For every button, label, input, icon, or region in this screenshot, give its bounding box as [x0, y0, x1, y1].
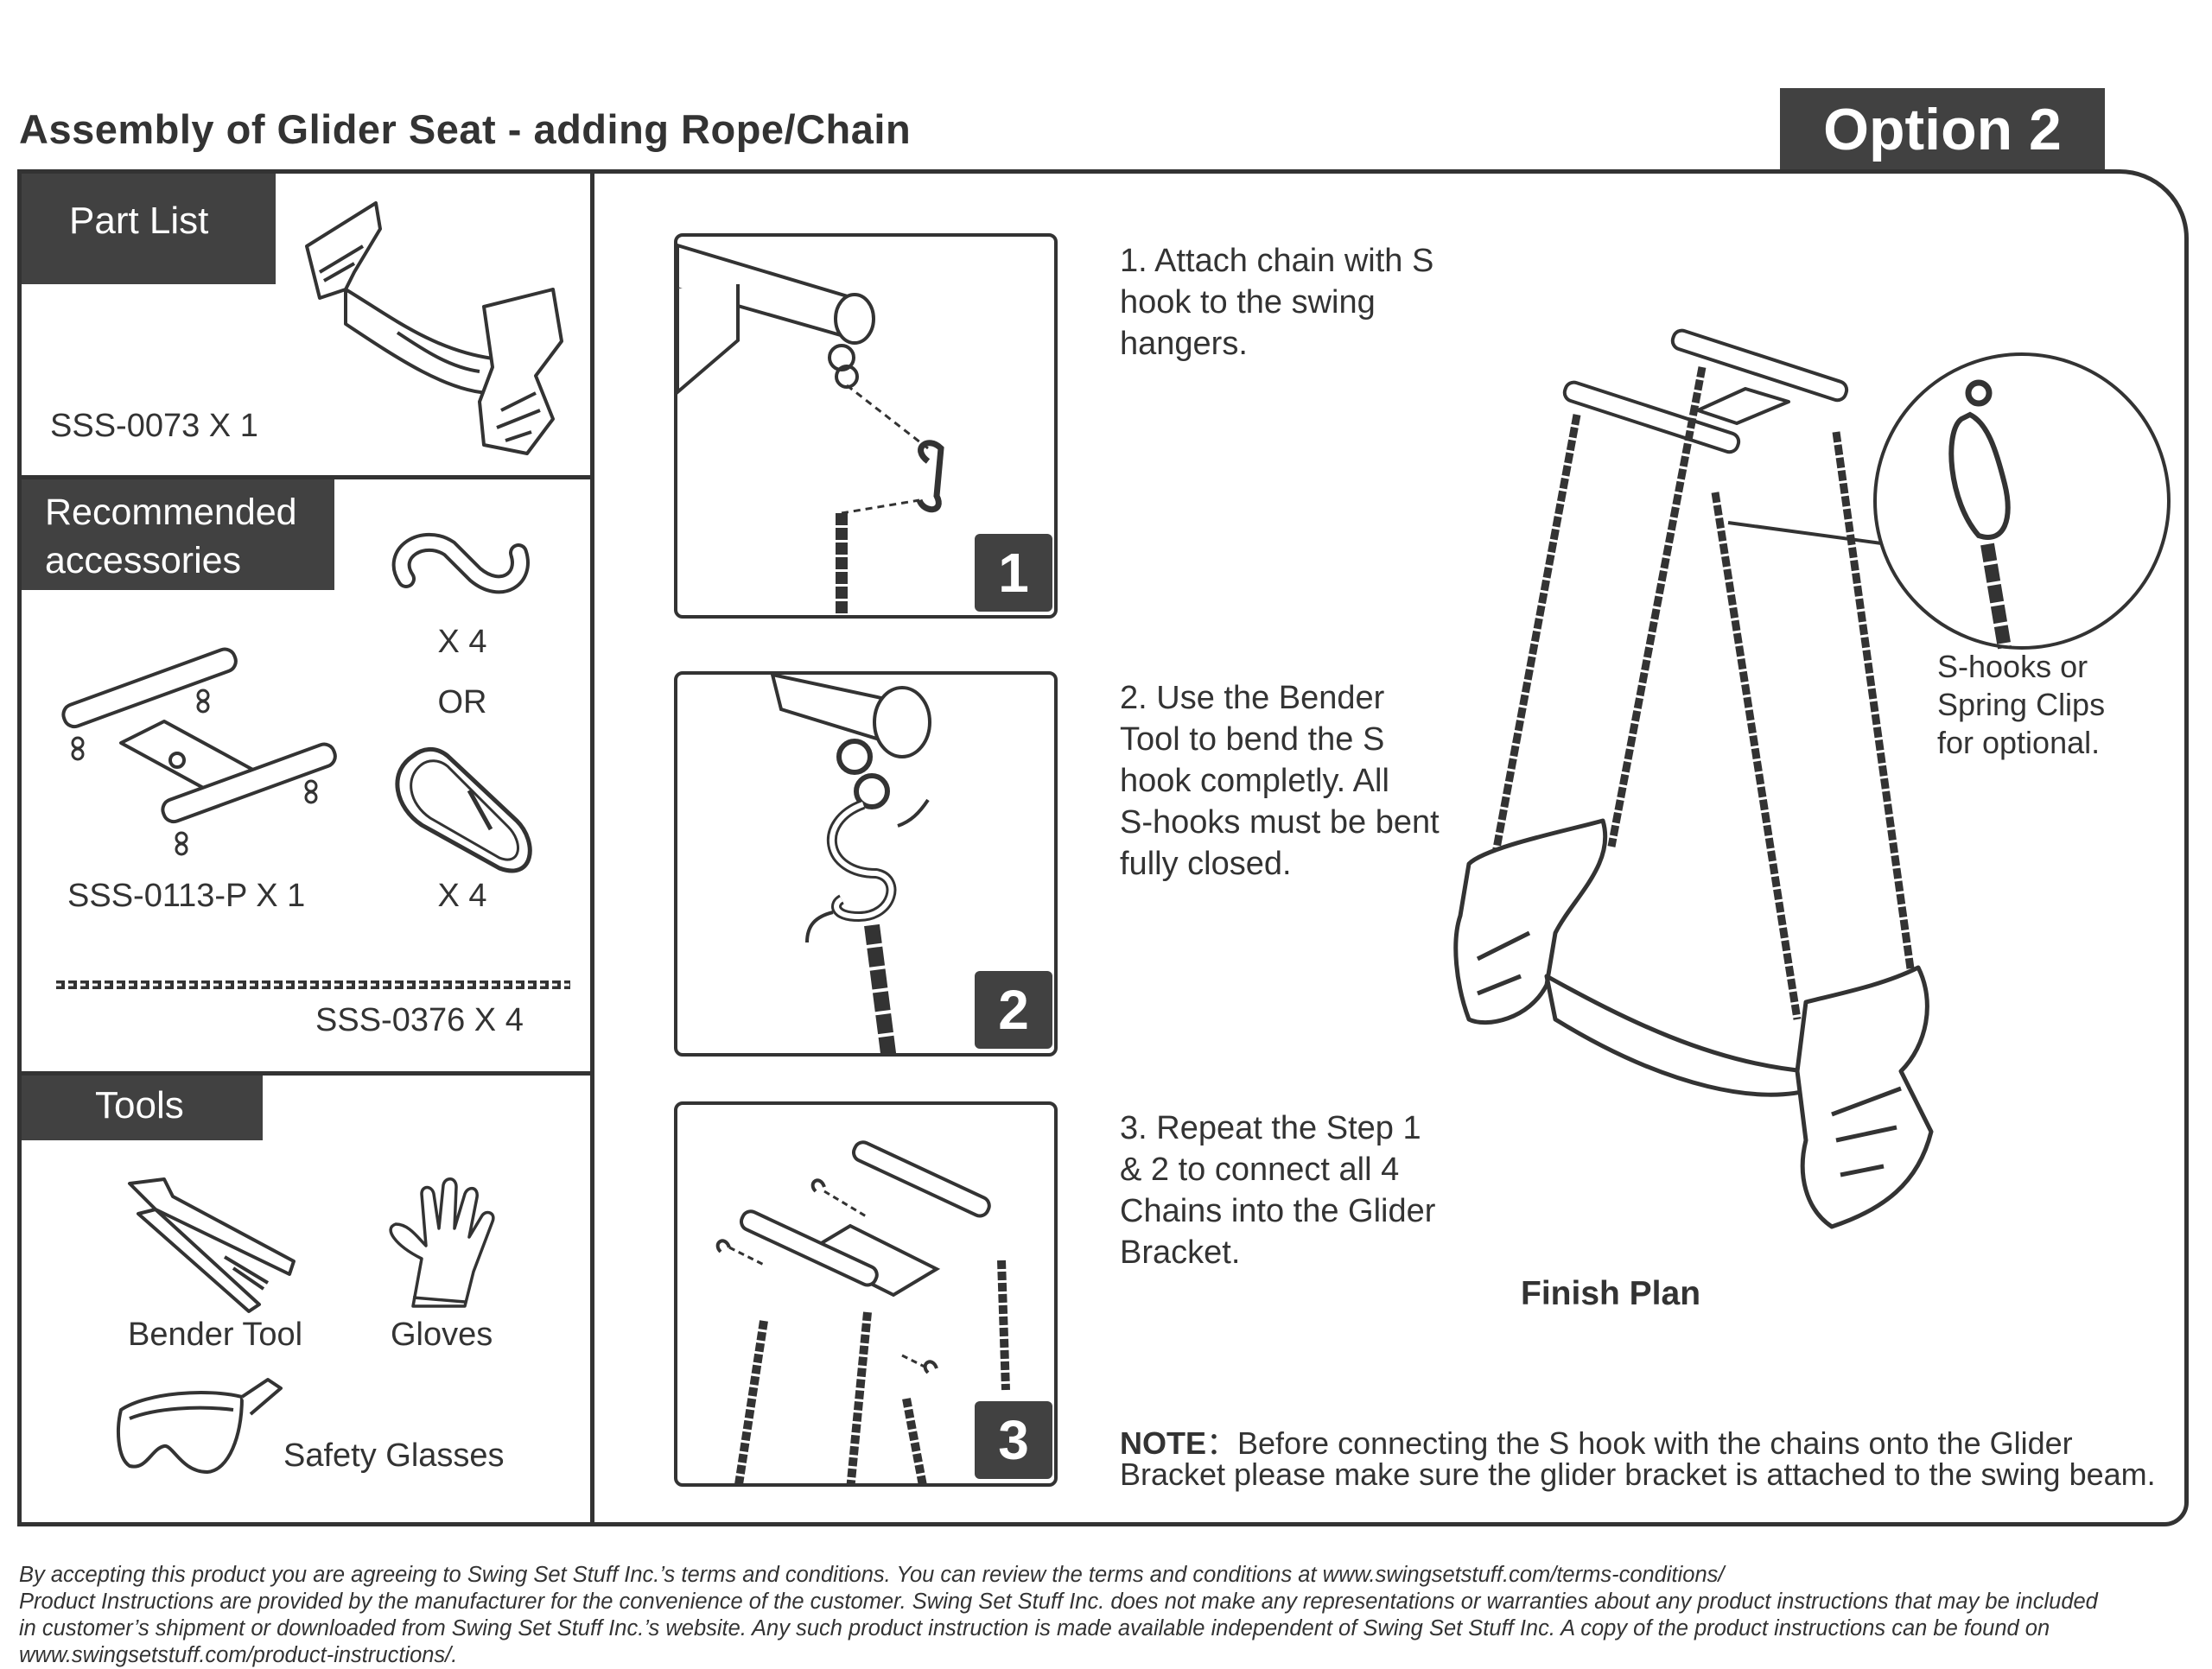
- note-line-1: NOTE：Before connecting the S hook with t…: [1120, 1418, 2073, 1463]
- step-1-illustration: [677, 243, 944, 615]
- footer-line-4: www.swingsetstuff.com/product-instructio…: [19, 1643, 458, 1667]
- note-line-2: Bracket please make sure the glider brac…: [1120, 1456, 2156, 1492]
- finish-plan-illustration: [1453, 328, 2171, 1229]
- detail-callout-circle: [1873, 352, 2171, 650]
- tools-heading: Tools: [22, 1076, 263, 1140]
- bracket-label: SSS-0113-P X 1: [67, 878, 306, 914]
- main-frame: [17, 169, 2189, 1526]
- finish-callout-text: S-hooks or Spring Clips for optional.: [1937, 649, 2106, 760]
- bender-tool-icon: [128, 1177, 296, 1313]
- note-label: NOTE: [1120, 1425, 1207, 1461]
- column-divider: [590, 169, 594, 1526]
- glider-seat-image: [305, 201, 563, 455]
- or-label: OR: [437, 684, 487, 720]
- finish-plan-label: Finish Plan: [1521, 1275, 1701, 1312]
- chain-label: SSS-0376 X 4: [315, 1002, 524, 1038]
- step-2-figure: [674, 671, 1058, 1057]
- gloves-label: Gloves: [391, 1317, 493, 1353]
- step-2-text: 2. Use the Bender Tool to bend the S hoo…: [1120, 680, 1440, 882]
- page-title: Assembly of Glider Seat - adding Rope/Ch…: [19, 106, 912, 152]
- s-hook-qty: X 4: [437, 624, 487, 660]
- note-text: ：Before connecting the S hook with the c…: [1206, 1425, 2073, 1461]
- divider-partlist: [17, 475, 594, 479]
- step-1-number: 1: [975, 534, 1052, 612]
- safety-glasses-label: Safety Glasses: [283, 1437, 505, 1474]
- step-2-illustration: [770, 675, 931, 1053]
- accessories-heading: Recommended accessories: [22, 479, 334, 590]
- step-2-number: 2: [975, 971, 1052, 1049]
- gloves-icon: [389, 1177, 495, 1308]
- step-3-text: 3. Repeat the Step 1 & 2 to connect all …: [1120, 1110, 1436, 1271]
- divider-accessories: [17, 1071, 594, 1076]
- footer-line-1: By accepting this product you are agreei…: [19, 1563, 1725, 1587]
- s-hook-icon: [391, 532, 530, 594]
- clip-qty: X 4: [437, 878, 487, 914]
- chain-image: [56, 980, 570, 989]
- glider-bracket-image: [61, 647, 337, 856]
- safety-glasses-icon: [117, 1378, 283, 1474]
- spring-clip-icon: [395, 747, 532, 873]
- part-list-heading: Part List: [22, 174, 276, 284]
- step-1-text: 1. Attach chain with S hook to the swing…: [1120, 243, 1434, 362]
- option-badge: Option 2: [1780, 88, 2105, 171]
- footer-line-3: in customer’s shipment or downloaded fro…: [19, 1616, 2050, 1640]
- step-3-figure: [674, 1101, 1058, 1487]
- step-3-illustration: [715, 1140, 1010, 1483]
- part-item-label: SSS-0073 X 1: [50, 408, 258, 444]
- footer-line-2: Product Instructions are provided by the…: [19, 1590, 2098, 1614]
- footer-disclaimer: By accepting this product you are agreei…: [19, 1562, 2196, 1669]
- bender-tool-label: Bender Tool: [128, 1317, 303, 1353]
- step-3-number: 3: [975, 1401, 1052, 1479]
